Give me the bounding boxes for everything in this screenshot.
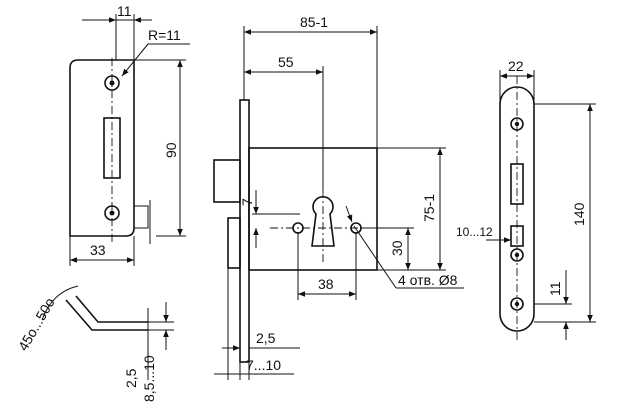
latch-bolt [213,159,241,203]
holes-note: 4 отв. Ø8 [398,272,458,288]
screw-hole-top [104,75,120,91]
dim-7: 7 [239,198,255,206]
faceplate-outline [499,86,535,332]
faceplate-view: 22 140 10...12 11 [456,58,596,340]
dim-33: 33 [90,242,106,258]
dim-38: 38 [318,276,334,292]
dim-2-5: 2,5 [256,330,276,346]
faceplate-hole-mid [510,248,524,262]
dim-140: 140 [571,202,587,226]
dim-85-1: 85-1 [300,14,328,30]
screw-hole-bottom [104,205,120,221]
faceplate-bolt-slot [510,225,524,247]
dead-bolt [227,217,241,269]
dim-10-12: 10...12 [456,225,493,239]
dim-7-10: 7...10 [246,357,281,373]
cylinder-keyway [311,196,335,247]
dim-75-1: 75-1 [421,194,437,222]
dim-55: 55 [278,54,294,70]
dim-30: 30 [389,240,405,256]
dim-11: 11 [117,3,132,19]
lock-case [248,147,378,271]
dim-2-5-left: 2,5 [123,368,139,388]
faceplate-latch-slot [510,163,524,205]
lock-body-view: 85-1 55 75-1 30 7 38 4 отв. Ø8 2,5 [213,14,464,380]
dim-90: 90 [163,142,179,158]
faceplate-side [239,99,250,363]
faceplate-hole-bottom [510,297,524,311]
dim-angle: 45о...50о [15,295,58,354]
faceplate-hole-top [510,117,524,131]
strike-profile-view: 45о...50о 2,5 8,5...10 [15,285,174,402]
dim-11-right: 11 [547,281,563,296]
dim-22: 22 [508,58,524,74]
strike-plate-view: 11 R=11 90 33 [69,3,190,266]
dim-radius: R=11 [148,27,181,43]
dim-8-5-10: 8,5...10 [141,355,157,402]
